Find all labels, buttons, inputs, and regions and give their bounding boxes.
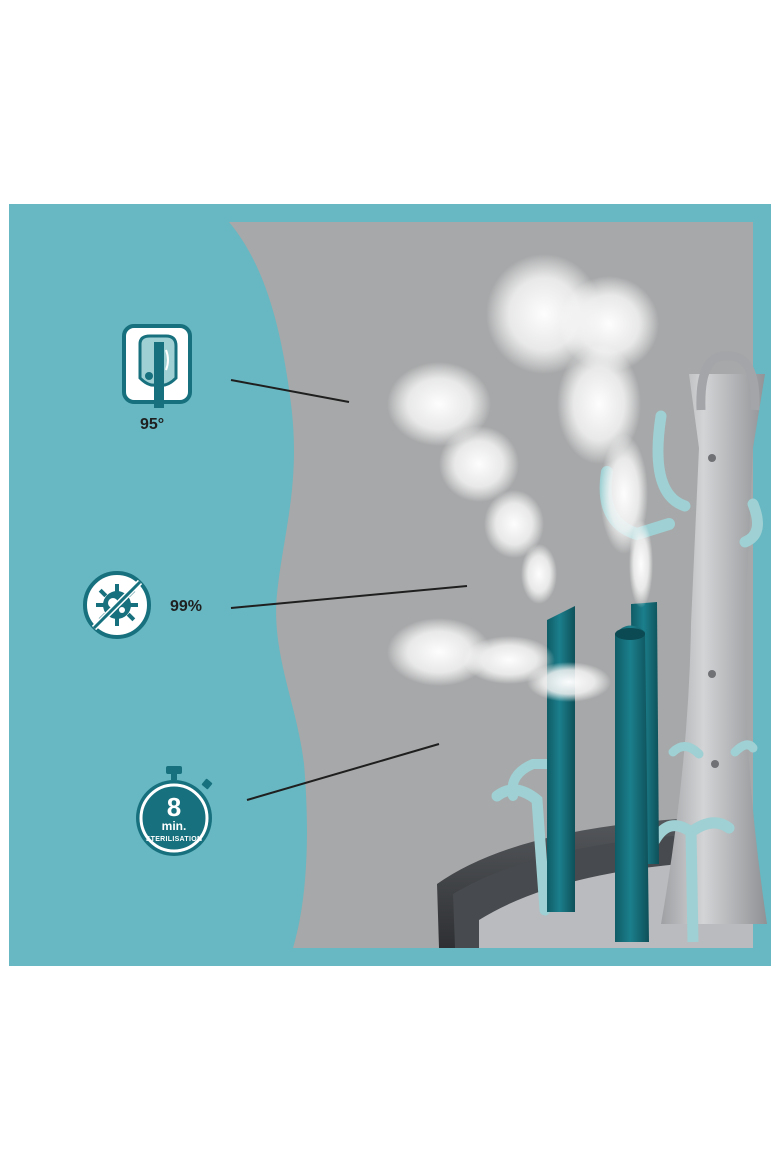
timer-caption: STERILISATION: [145, 836, 203, 843]
germs-value: 99%: [170, 598, 203, 615]
stopwatch-icon: [136, 766, 213, 856]
feature-timer: 8 min. STERILISATION: [133, 764, 223, 864]
pointer-line-temperature: [230, 379, 350, 403]
sterilizer-illustration: [9, 204, 771, 966]
timer-number: 8: [166, 792, 182, 822]
feature-temperature: 95°: [120, 322, 196, 442]
steam-plumes: [387, 254, 659, 702]
feature-germs: 99%: [80, 570, 220, 640]
product-illustration-panel: [9, 204, 771, 966]
pointer-line-timer: [246, 743, 440, 801]
bottle-heat-icon: [122, 324, 192, 408]
pointer-line-germs: [230, 585, 468, 609]
no-germs-icon: [83, 571, 151, 639]
temperature-value: 95°: [140, 416, 165, 433]
timer-unit: min.: [161, 819, 187, 833]
